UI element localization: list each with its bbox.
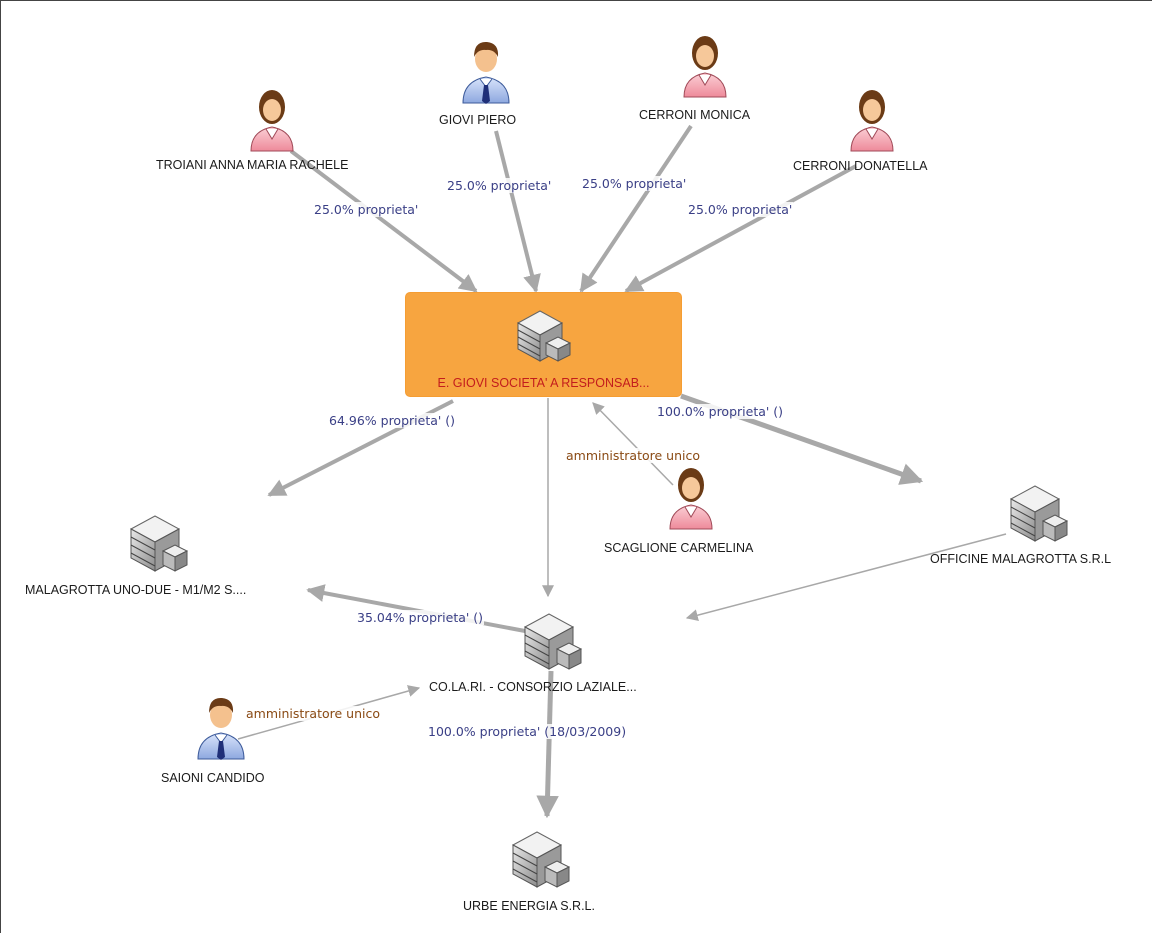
company-label-colari: CO.LA.RI. - CONSORZIO LAZIALE... bbox=[429, 680, 637, 694]
female-person-icon bbox=[683, 36, 727, 98]
edge-label-to-officine: 100.0% proprieta' () bbox=[656, 404, 785, 419]
person-label-cerroni-donatella: CERRONI DONATELLA bbox=[793, 159, 928, 173]
center-company-label: E. GIOVI SOCIETA' A RESPONSAB... bbox=[437, 376, 650, 390]
female-person-icon bbox=[850, 90, 894, 152]
person-node-troiani[interactable] bbox=[246, 85, 298, 157]
male-person-icon bbox=[462, 41, 510, 104]
edge-label-giovi: 25.0% proprieta' bbox=[446, 178, 553, 193]
company-node-officine[interactable] bbox=[1005, 475, 1071, 549]
edge-label-saioni-role: amministratore unico bbox=[245, 706, 382, 721]
company-building-icon bbox=[523, 613, 583, 670]
edge-troiani-center bbox=[289, 149, 478, 293]
edge-label-cerroni-donatella: 25.0% proprieta' bbox=[687, 202, 794, 217]
person-label-saioni: SAIONI CANDIDO bbox=[161, 771, 265, 785]
company-node-urbe[interactable] bbox=[507, 821, 573, 895]
edge-label-to-malagrotta: 64.96% proprieta' () bbox=[328, 413, 457, 428]
company-label-malagrotta: MALAGROTTA UNO-DUE - M1/M2 S.... bbox=[25, 583, 247, 597]
edge-giovi-center bbox=[494, 130, 541, 293]
person-label-scaglione: SCAGLIONE CARMELINA bbox=[604, 541, 754, 555]
person-label-troiani: TROIANI ANNA MARIA RACHELE bbox=[156, 158, 349, 172]
edge-label-troiani: 25.0% proprieta' bbox=[313, 202, 420, 217]
edge-scaglione-center bbox=[592, 402, 674, 486]
female-person-icon bbox=[669, 468, 713, 530]
company-building-icon bbox=[129, 515, 189, 572]
person-node-giovi[interactable] bbox=[459, 35, 513, 109]
person-node-saioni[interactable] bbox=[194, 691, 248, 765]
company-label-urbe: URBE ENERGIA S.R.L. bbox=[463, 899, 595, 913]
center-company-node[interactable]: E. GIOVI SOCIETA' A RESPONSAB... bbox=[406, 293, 681, 396]
edge-label-scaglione-role: amministratore unico bbox=[565, 448, 702, 463]
company-node-colari[interactable] bbox=[519, 603, 585, 677]
person-label-giovi: GIOVI PIERO bbox=[439, 113, 517, 127]
person-label-cerroni-monica: CERRONI MONICA bbox=[639, 108, 751, 122]
edge-officine-colari bbox=[685, 533, 1007, 622]
edge-cerroni-d-center bbox=[624, 164, 857, 293]
person-node-cerroni-donatella[interactable] bbox=[846, 85, 898, 157]
person-node-cerroni-monica[interactable] bbox=[679, 31, 731, 103]
male-person-icon bbox=[197, 697, 245, 760]
company-node-malagrotta[interactable] bbox=[125, 505, 191, 579]
company-building-icon bbox=[1009, 485, 1069, 542]
person-node-scaglione[interactable] bbox=[665, 463, 717, 535]
company-building-icon bbox=[511, 831, 571, 888]
edge-label-colari-to-urbe: 100.0% proprieta' (18/03/2009) bbox=[427, 724, 628, 739]
edge-label-cerroni-monica: 25.0% proprieta' bbox=[581, 176, 688, 191]
edge-cerroni-m-center bbox=[579, 124, 693, 293]
edge-label-colari-to-malagrotta: 35.04% proprieta' () bbox=[356, 610, 485, 625]
edge-colari-urbe bbox=[536, 670, 559, 819]
company-label-officine: OFFICINE MALAGROTTA S.R.L bbox=[930, 552, 1112, 566]
company-building-icon bbox=[516, 310, 572, 362]
female-person-icon bbox=[250, 90, 294, 152]
